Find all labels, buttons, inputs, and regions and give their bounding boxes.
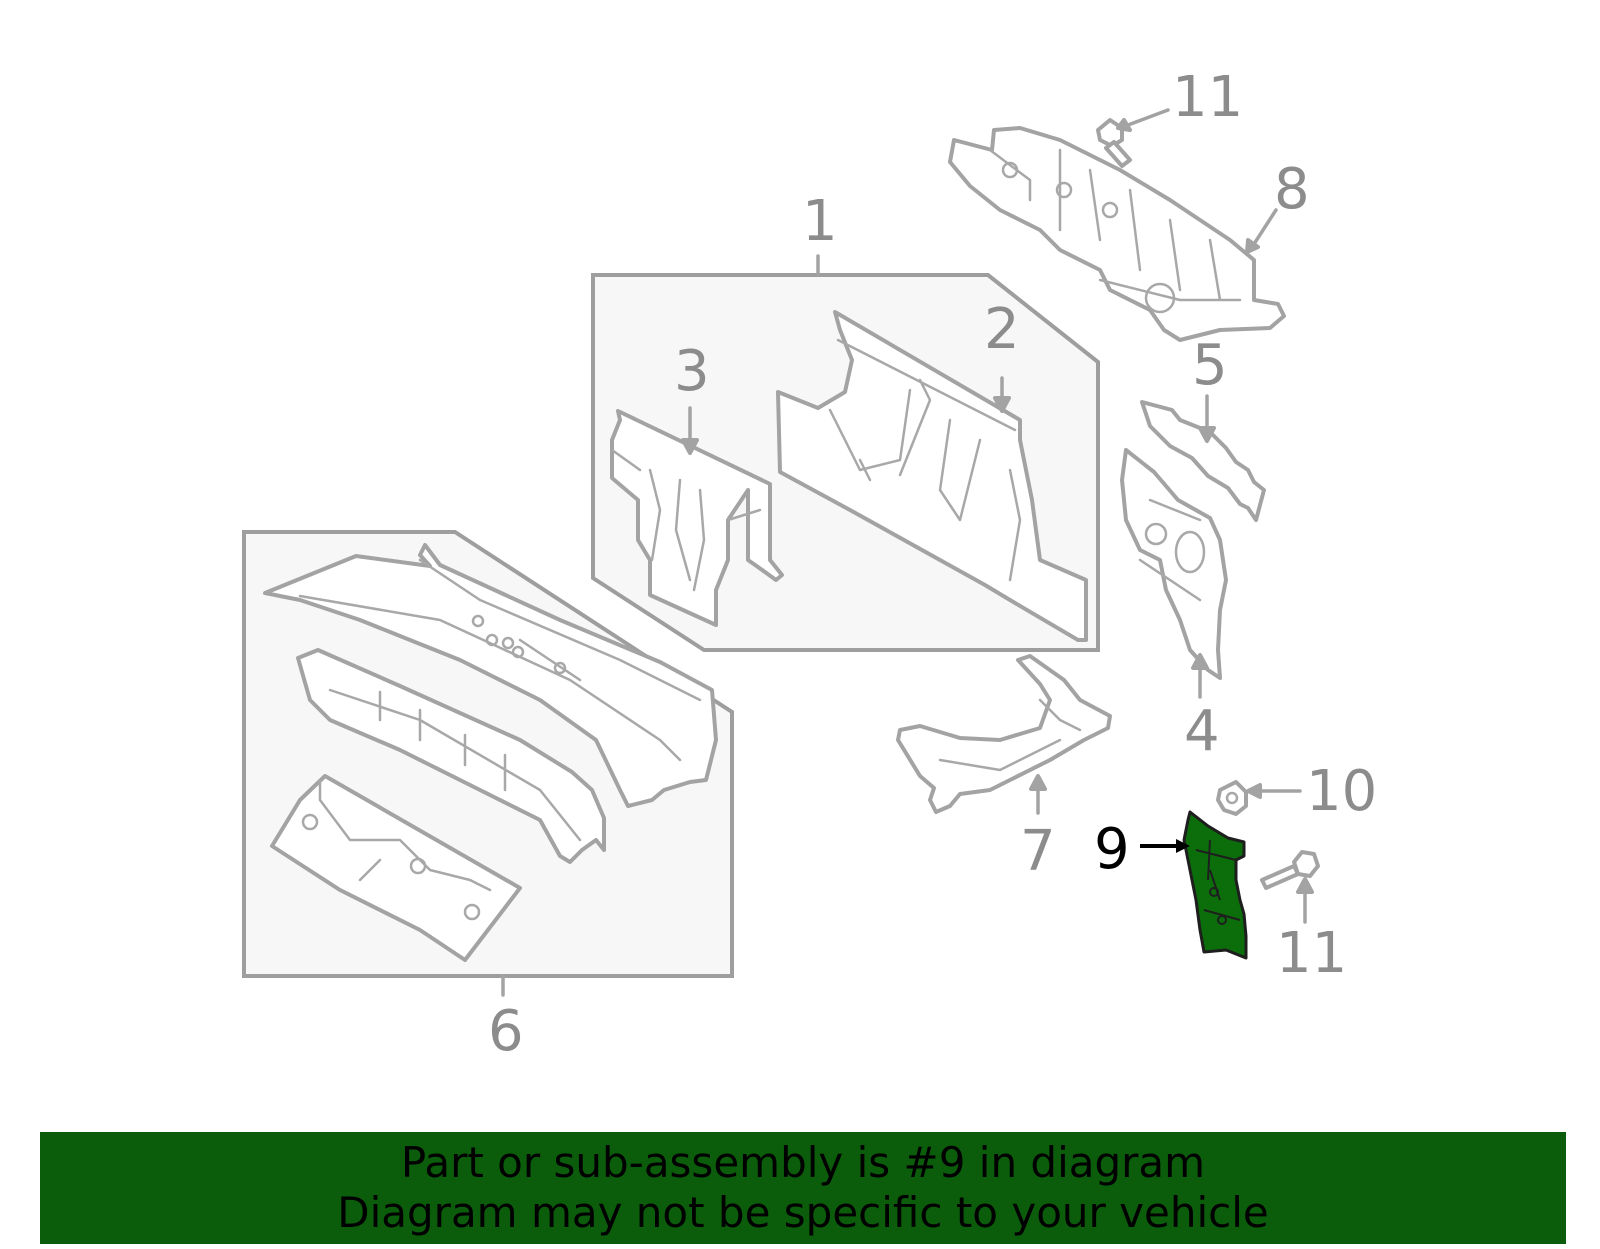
nut-10 <box>1216 780 1248 816</box>
part-6-crossmember <box>296 648 606 864</box>
bolt-11-bottom <box>1260 850 1320 890</box>
part-9-highlighted-bracket <box>1182 810 1248 960</box>
callout-1: 1 <box>802 189 838 254</box>
callout-7: 7 <box>1020 819 1056 884</box>
callout-9: 9 <box>1094 817 1130 882</box>
part-3-panel <box>610 409 784 627</box>
callout-11-top: 11 <box>1172 65 1243 130</box>
banner-line-2: Diagram may not be specific to your vehi… <box>337 1188 1269 1237</box>
info-banner: Part or sub-assembly is #9 in diagram Di… <box>40 1132 1566 1244</box>
callout-5: 5 <box>1192 333 1228 398</box>
banner-line-1: Part or sub-assembly is #9 in diagram <box>400 1138 1206 1187</box>
part-6-cowl-panel <box>263 543 718 808</box>
bolt-11-top <box>1096 118 1132 168</box>
callout-10: 10 <box>1306 759 1377 824</box>
callout-4: 4 <box>1184 699 1220 764</box>
part-4-side-panel <box>1120 448 1228 680</box>
callout-6: 6 <box>488 999 524 1064</box>
callout-11-bottom: 11 <box>1276 921 1347 986</box>
callout-3: 3 <box>674 339 710 404</box>
part-2-panel <box>776 310 1088 642</box>
part-7-bracket <box>896 654 1112 814</box>
callout-2: 2 <box>984 297 1020 362</box>
part-6-lower-panel <box>270 774 522 962</box>
part-8-dash-panel <box>948 126 1286 342</box>
callout-8: 8 <box>1274 157 1310 222</box>
